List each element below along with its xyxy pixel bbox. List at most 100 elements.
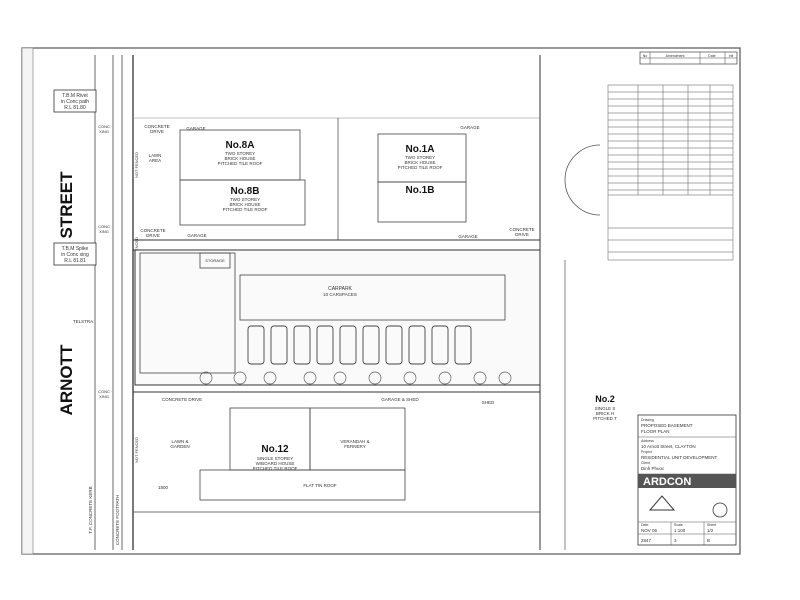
lawn-area-label: LAWN AREA — [149, 153, 162, 163]
title-drawing-2: FLOOR PLAN — [641, 429, 670, 434]
svg-text:TWO STOREY: TWO STOREY — [230, 197, 260, 202]
street-name-top: STREET — [57, 171, 76, 239]
tbm-rivet-line1: T.B.M Rivet — [62, 93, 88, 99]
svg-text:No.2: No.2 — [595, 394, 615, 404]
title-address-label: Address — [641, 439, 654, 443]
rev-col-amend: Amendment — [666, 54, 685, 58]
house-8a: No.8A TWO STOREY BRICK HOUSE PITCHED TIL… — [218, 140, 263, 166]
svg-text:W/BOARD HOUSE: W/BOARD HOUSE — [256, 461, 295, 466]
svg-text:CONCRETE: CONCRETE — [140, 228, 165, 233]
firm-banner — [638, 474, 736, 488]
svg-text:CARPARK: CARPARK — [328, 286, 352, 292]
house-8b: No.8B TWO STOREY BRICK HOUSE PITCHED TIL… — [223, 186, 268, 212]
not-fenced-1: NOT FENCED — [134, 152, 139, 178]
tbm-rivet-callout: T.B.M Rivet in Conc path R.L 81.80 — [53, 89, 97, 113]
garage-right-top-label: GARAGE — [460, 125, 479, 130]
house-1b: No.1B — [406, 185, 435, 196]
left-margin-strip — [21, 47, 34, 555]
svg-text:BRICK H: BRICK H — [596, 411, 614, 416]
svg-text:No.12: No.12 — [261, 444, 289, 455]
svg-text:DRIVE: DRIVE — [515, 232, 529, 237]
storage-label: STORAGE — [205, 258, 225, 263]
svg-text:CONCRETE: CONCRETE — [144, 124, 169, 129]
title-drawing-label: Drawing — [641, 418, 654, 422]
title-address: 10 Arnott Street, CLAYTON — [641, 444, 696, 449]
svg-text:SINGLE S: SINGLE S — [595, 406, 616, 411]
svg-text:PITCHED TILE ROOF: PITCHED TILE ROOF — [223, 207, 268, 212]
svg-text:TWO STOREY: TWO STOREY — [225, 151, 255, 156]
tbm-spike-line3: R.L 81.81 — [64, 258, 86, 264]
flat-tin-roof-label: FLAT TIN ROOF — [303, 483, 337, 488]
svg-text:No.8A: No.8A — [226, 140, 255, 151]
rev-col-init: Init — [729, 54, 734, 58]
storage-room — [199, 252, 231, 269]
title-client: Dinh Phuoc — [641, 466, 665, 471]
carpark-area — [239, 274, 506, 321]
footer-sheet-label: Sheet — [707, 523, 716, 527]
title-project-label: Project — [641, 450, 652, 454]
svg-text:PITCHED TILE ROOF: PITCHED TILE ROOF — [253, 466, 298, 471]
tbm-rivet-line3: R.L 81.80 — [64, 105, 86, 111]
conc-xing-3: CONC XING — [98, 389, 110, 399]
svg-text:No.1B: No.1B — [406, 185, 435, 196]
svg-text:LAWN &: LAWN & — [171, 439, 188, 444]
garage-top-label: GARAGE — [186, 126, 205, 131]
garage-mid-label: GARAGE — [187, 233, 206, 238]
footpath-label: CONCRETE FOOTPATH — [115, 495, 120, 545]
building-left-block — [139, 252, 236, 374]
title-project: RESIDENTIAL UNIT DEVELOPMENT — [641, 455, 718, 460]
svg-text:BRICK HOUSE: BRICK HOUSE — [229, 202, 260, 207]
concrete-drive-left: CONCRETE DRIVE — [140, 228, 165, 238]
svg-text:DRIVE: DRIVE — [146, 233, 160, 238]
subject-site — [134, 249, 541, 386]
tbm-rivet-line2: in Conc path — [61, 99, 89, 105]
lot-12 — [199, 407, 406, 501]
svg-text:CONC: CONC — [98, 389, 110, 394]
title-client-label: Client — [641, 461, 650, 465]
svg-text:DRIVE: DRIVE — [150, 129, 164, 134]
svg-text:CONCRETE: CONCRETE — [509, 227, 534, 232]
svg-text:PITCHED TILE ROOF: PITCHED TILE ROOF — [398, 165, 443, 170]
car-spaces — [247, 325, 472, 365]
svg-text:BRICK HOUSE: BRICK HOUSE — [404, 160, 435, 165]
footer-dwg: 3 — [674, 538, 677, 543]
dimension-1800-label: 1800 — [158, 485, 169, 490]
title-block: Drawing PROPOSED BASEMENT FLOOR PLAN Add… — [637, 414, 737, 546]
svg-text:LAWN: LAWN — [149, 153, 162, 158]
svg-text:TWO STOREY: TWO STOREY — [405, 155, 435, 160]
telstra-label: TELSTRA — [73, 319, 93, 324]
area-schedule-table — [607, 84, 734, 261]
svg-text:SINGLE STOREY: SINGLE STOREY — [257, 456, 293, 461]
conc-xing-1: CONC XING — [98, 124, 110, 134]
lot-1 — [377, 133, 467, 223]
conc-xing-2: CONC XING — [98, 224, 110, 234]
svg-text:XING: XING — [99, 394, 109, 399]
svg-text:AREA: AREA — [149, 158, 161, 163]
svg-text:FERNERY: FERNERY — [344, 444, 365, 449]
veranda-label: VERANDAH & FERNERY — [340, 439, 369, 449]
svg-text:CONC: CONC — [98, 224, 110, 229]
footer-rev: B — [707, 538, 710, 543]
footer-scale-label: Scale — [674, 523, 683, 527]
house-12: No.12 SINGLE STOREY W/BOARD HOUSE PITCHE… — [253, 444, 298, 471]
svg-text:PITCHED TILE ROOF: PITCHED TILE ROOF — [218, 161, 263, 166]
trees-row — [199, 371, 512, 385]
rev-col-date: Date — [708, 54, 715, 58]
tbm-spike-line1: T.B.M Spike — [62, 246, 89, 252]
footer-job: 2847 — [641, 538, 652, 543]
firm-logo-icon — [648, 495, 676, 511]
svg-text:XING: XING — [99, 129, 109, 134]
svg-text:10 CARSPACES: 10 CARSPACES — [323, 292, 357, 297]
house-1a: No.1A TWO STOREY BRICK HOUSE PITCHED TIL… — [398, 144, 443, 170]
svg-text:PITCHED T: PITCHED T — [593, 416, 617, 421]
street-name-bottom: ARNOTT — [57, 344, 76, 415]
footer-sheet: 1/2 — [707, 528, 714, 533]
house-2: No.2 SINGLE S BRICK H PITCHED T — [593, 394, 617, 421]
shed-label: SHED — [482, 400, 495, 405]
firm-name: ARDCON — [643, 476, 691, 488]
concrete-drive-right: CONCRETE DRIVE — [509, 227, 534, 237]
svg-text:CONC: CONC — [98, 124, 110, 129]
garage-right-mid-label: GARAGE — [458, 234, 477, 239]
tbm-spike-callout: T.B.M Spike in Conc xing R.L 81.81 — [53, 242, 97, 266]
kerb-label: T.P. CONCRETE KERB — [88, 486, 93, 533]
